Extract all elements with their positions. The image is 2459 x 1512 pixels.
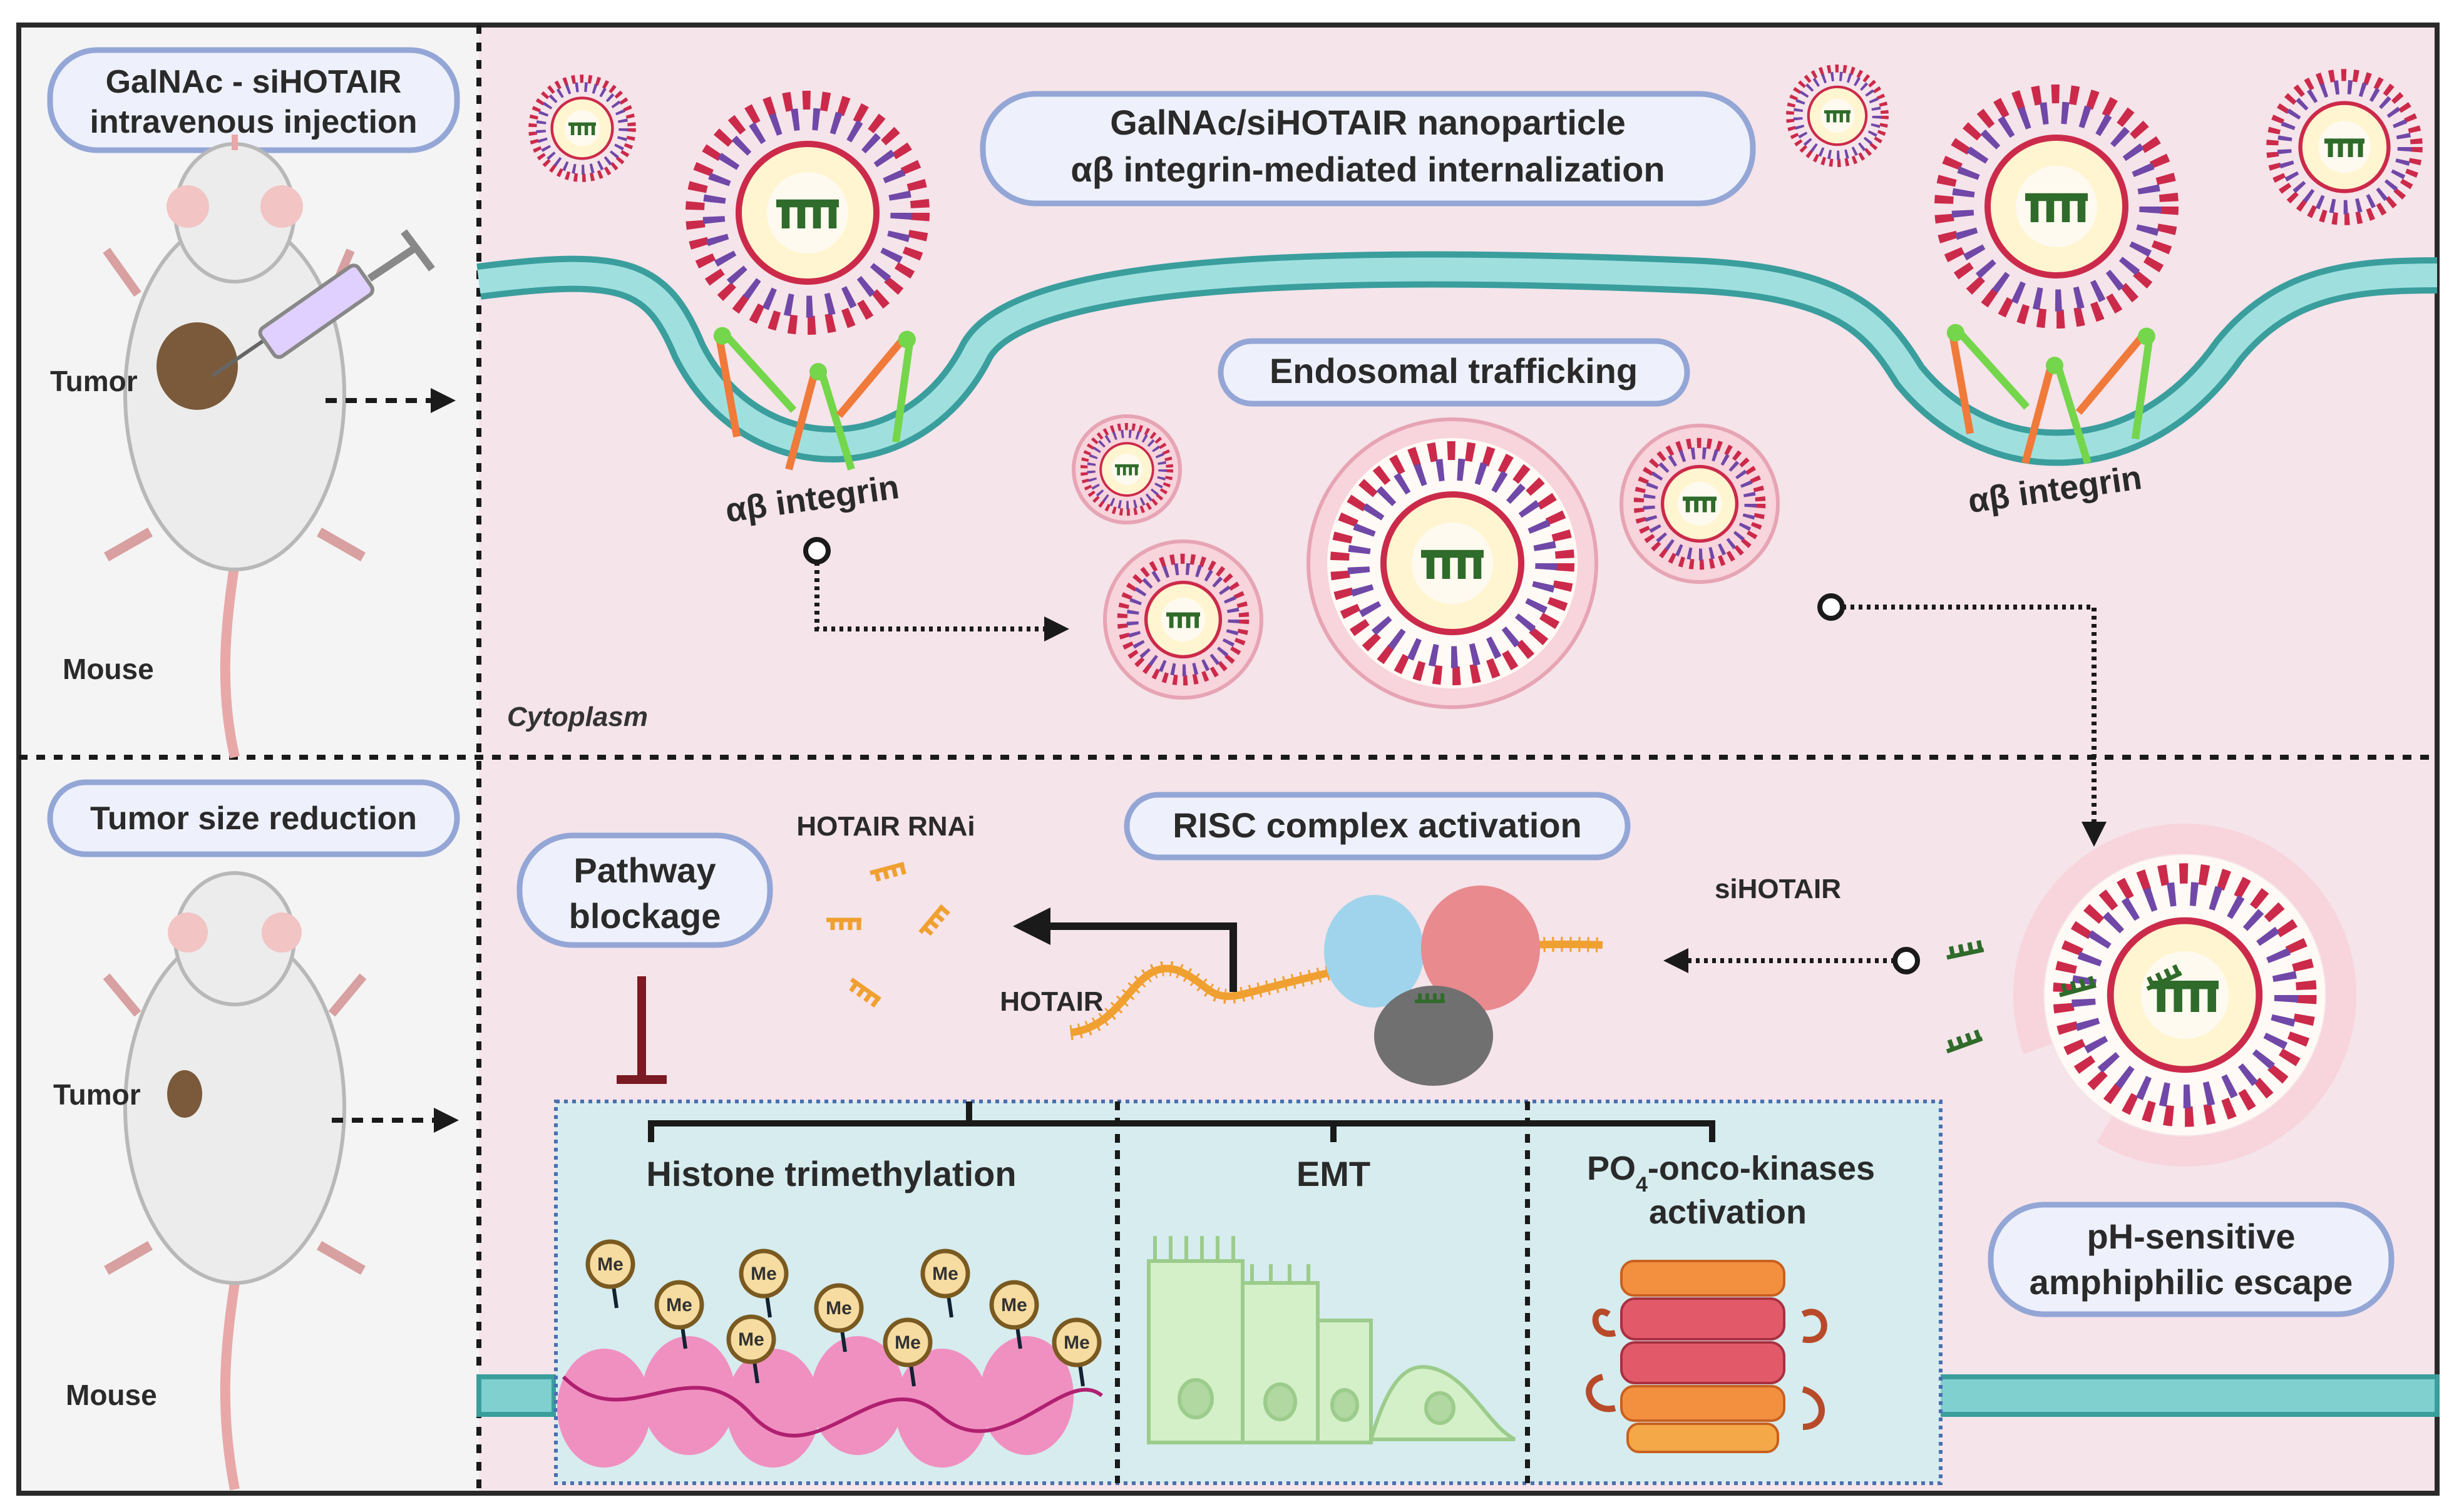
endosomal-label: Endosomal trafficking xyxy=(1270,351,1638,391)
escaping-endosome xyxy=(2013,824,2356,1167)
effects-bracket xyxy=(648,1101,1715,1142)
syringe-icon xyxy=(212,229,435,377)
tumor-top-label: Tumor xyxy=(50,365,138,397)
cell-membrane-bottom-left xyxy=(476,1374,557,1417)
ph-escape-label-line1: pH-sensitive xyxy=(2087,1217,2296,1256)
cytoplasm-label: Cytoplasm xyxy=(507,702,648,732)
mouse-bottom-label: Mouse xyxy=(66,1379,157,1411)
flow-origin-sihotair xyxy=(1892,947,1920,974)
kinase-protein-icon xyxy=(1586,1260,1827,1453)
flow-origin-left xyxy=(803,537,831,564)
ph-escape-label-line2: amphiphilic escape xyxy=(2030,1262,2353,1302)
endosome-1 xyxy=(1072,414,1182,524)
nucleosome-row xyxy=(557,1336,1103,1468)
emt-label: EMT xyxy=(1296,1154,1370,1193)
pathway-pill xyxy=(516,832,773,948)
tumor-bottom-label: Tumor xyxy=(53,1078,141,1111)
nanoparticle-pill xyxy=(980,91,1756,207)
risc-complex-icon xyxy=(1324,886,1540,1086)
sihotair-label: siHOTAIR xyxy=(1715,874,1841,904)
hotair-label: HOTAIR xyxy=(1000,986,1103,1017)
hotair-rnai-label: HOTAIR RNAi xyxy=(796,811,975,842)
mouse-top-label: Mouse xyxy=(63,653,154,685)
ph-escape-pill xyxy=(1988,1202,2395,1317)
mouse-top xyxy=(103,135,366,759)
flow-origin-right xyxy=(1817,593,1845,621)
nanoparticle-label-line2: αβ integrin-mediated internalization xyxy=(1070,150,1665,189)
mouse-bottom xyxy=(103,871,367,1491)
arrow-cleavage xyxy=(1013,907,1237,992)
arrow-to-endosome xyxy=(814,562,1069,641)
endosomal-pill xyxy=(1218,338,1690,407)
pathway-label-line2: blockage xyxy=(569,896,721,936)
endosome-4 xyxy=(1620,424,1780,584)
po4-label-line1: PO4-onco-kinases xyxy=(1587,1150,1875,1197)
risc-pill xyxy=(1124,792,1631,861)
injection-label-line2: intravenous injection xyxy=(90,104,418,140)
po4-label-line2: activation xyxy=(1649,1193,1807,1231)
tumor-reduction-label: Tumor size reduction xyxy=(90,800,417,837)
endosome-2 xyxy=(1103,539,1263,700)
emt-cells-icon xyxy=(1147,1236,1516,1444)
endosome-3 xyxy=(1307,417,1598,709)
pathway-label-line1: Pathway xyxy=(573,850,716,890)
risc-label: RISC complex activation xyxy=(1173,805,1582,845)
injection-label-line1: GalNAc - siHOTAIR xyxy=(106,64,402,100)
tumor-bottom-icon xyxy=(167,1070,202,1118)
arrow-to-escape xyxy=(1842,605,2107,847)
histone-label: Histone trimethylation xyxy=(646,1154,1016,1193)
nanoparticle-label-line1: GalNAc/siHOTAIR nanoparticle xyxy=(1110,103,1626,142)
tumor-reduction-pill xyxy=(47,779,460,857)
cell-membrane-bottom-right xyxy=(1935,1374,2440,1417)
tumor-top-icon xyxy=(157,322,238,410)
